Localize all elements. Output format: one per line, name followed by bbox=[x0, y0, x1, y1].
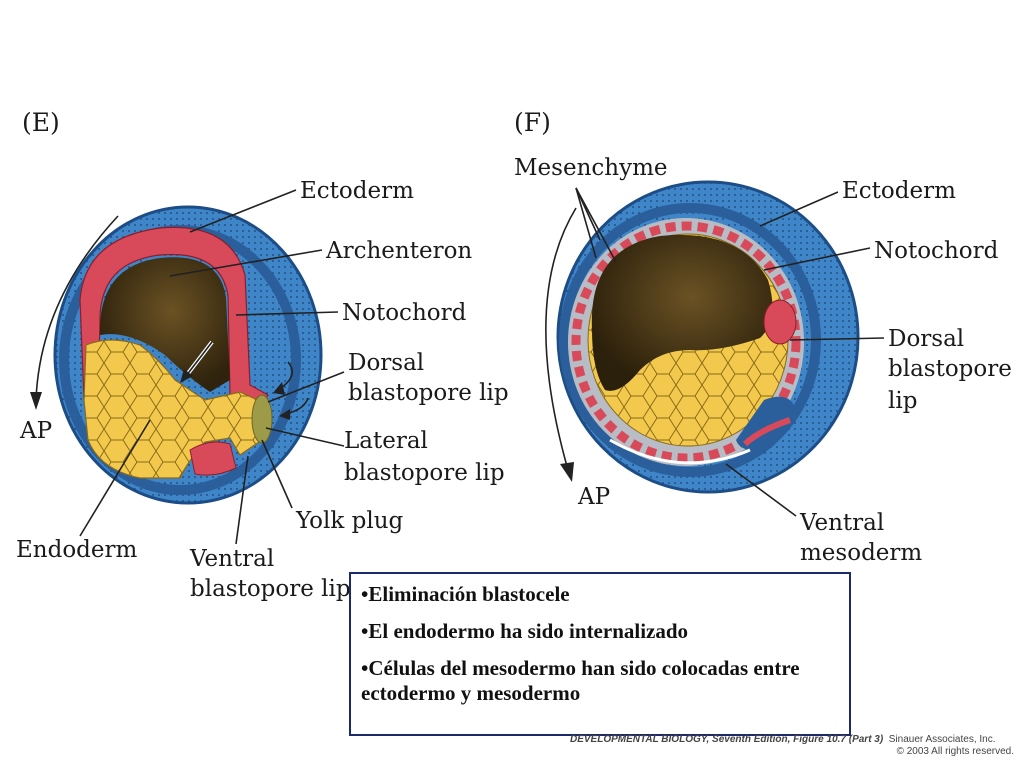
credit-book: DEVELOPMENTAL BIOLOGY, Seventh Edition, … bbox=[570, 734, 884, 745]
panel-f: (F) Mesenchyme Ectoderm Notoc bbox=[514, 108, 1012, 566]
note-item: •El endodermo ha sido internalizado bbox=[361, 619, 689, 643]
label-dorsal-lip-e: Dorsal bbox=[348, 350, 424, 376]
archenteron-f bbox=[591, 234, 773, 391]
label-archenteron-e: Archenteron bbox=[325, 238, 472, 264]
ap-arrow bbox=[35, 215, 119, 401]
arrow-icon bbox=[180, 369, 193, 383]
label-notochord-e: Notochord bbox=[342, 300, 467, 326]
label-mesenchyme-f: Mesenchyme bbox=[514, 155, 668, 181]
notochord-f bbox=[763, 299, 797, 345]
label-dorsal-lip-f-3: lip bbox=[888, 388, 917, 414]
panel-e-tag: (E) bbox=[22, 108, 60, 137]
label-endoderm-e: Endoderm bbox=[16, 537, 138, 563]
yolk-plug-e bbox=[251, 394, 273, 444]
label-ventral-lip-e-2: blastopore lip bbox=[190, 576, 351, 602]
notes-box: •Eliminación blastocele •El endodermo ha… bbox=[349, 572, 851, 736]
label-ventral-mesoderm-f-2: mesoderm bbox=[800, 540, 922, 566]
label-ventral-mesoderm-f: Ventral bbox=[799, 510, 884, 536]
note-item: •Eliminación blastocele bbox=[361, 582, 570, 606]
endoderm-e bbox=[83, 339, 263, 479]
label-yolk-plug-e: Yolk plug bbox=[295, 508, 404, 534]
note-item: •Células del mesodermo han sido colocada… bbox=[361, 656, 800, 705]
figure-credit: DEVELOPMENTAL BIOLOGY, Seventh Edition, … bbox=[570, 734, 1014, 758]
label-lateral-lip-e: Lateral bbox=[344, 428, 428, 454]
credit-copyright: © 2003 All rights reserved. bbox=[896, 746, 1014, 757]
arrow-icon bbox=[273, 382, 285, 395]
credit-publisher: Sinauer Associates, Inc. bbox=[888, 734, 996, 745]
label-lateral-lip-e-2: blastopore lip bbox=[344, 460, 505, 486]
label-dorsal-lip-f-2: blastopore bbox=[888, 356, 1012, 382]
panel-e: (E) Ectoderm bbox=[16, 108, 509, 602]
label-ap-f: AP bbox=[577, 484, 610, 510]
label-dorsal-lip-e-2: blastopore lip bbox=[348, 380, 509, 406]
label-ap-e: AP bbox=[19, 418, 52, 444]
label-ectoderm-f: Ectoderm bbox=[842, 178, 956, 204]
panel-f-tag: (F) bbox=[514, 108, 551, 137]
label-notochord-f: Notochord bbox=[874, 238, 999, 264]
ap-arrowhead-icon bbox=[560, 462, 574, 482]
arrow-icon bbox=[279, 409, 290, 420]
label-ventral-lip-e: Ventral bbox=[189, 546, 274, 572]
label-dorsal-lip-f: Dorsal bbox=[888, 326, 964, 352]
label-ectoderm-e: Ectoderm bbox=[300, 178, 414, 204]
mesoderm-f bbox=[571, 221, 801, 463]
ap-arrowhead-icon bbox=[30, 392, 42, 410]
ap-arrow-f bbox=[545, 207, 577, 471]
